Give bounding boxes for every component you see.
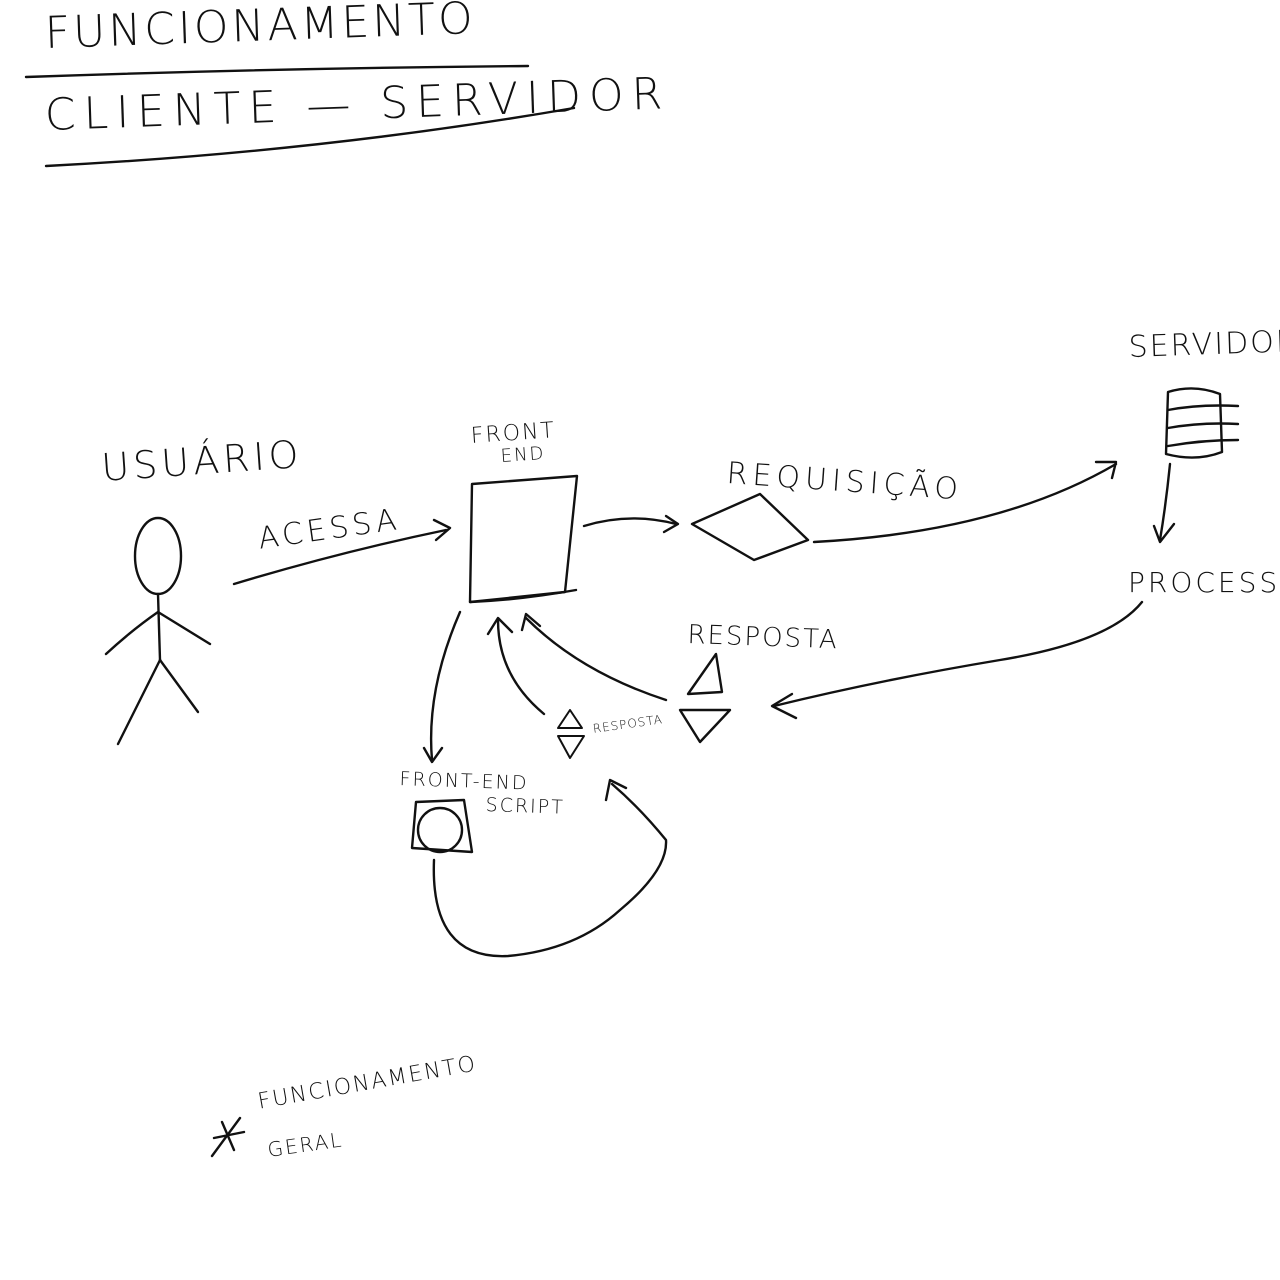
title-underline-2 — [44, 106, 576, 168]
frontend-label-line-2: END — [500, 442, 547, 467]
frontend-to-script-arrow — [422, 610, 462, 764]
access-arrow — [232, 518, 452, 586]
frontend-script-label-line-1: FRONT-END — [399, 768, 529, 795]
server-label: SERVIDOR — [1128, 324, 1280, 365]
diamond-icon — [690, 492, 810, 562]
title-underline-1 — [24, 64, 530, 79]
small-triangle-pair-icon — [557, 709, 585, 759]
request-to-server-arrow — [812, 460, 1118, 544]
server-to-process-arrow — [1152, 462, 1176, 544]
process-to-response-arrow — [770, 600, 1144, 720]
small-response-to-frontend-arrow — [486, 616, 546, 716]
stick-figure-icon — [104, 516, 212, 746]
database-icon — [1164, 387, 1240, 459]
page-box-icon — [468, 474, 579, 604]
triangle-pair-icon — [678, 652, 732, 744]
script-loop-arrow — [432, 778, 668, 958]
frontend-script-label-line-2: SCRIPT — [485, 794, 566, 819]
asterisk-icon — [210, 1116, 246, 1158]
script-box-icon — [410, 798, 474, 854]
response-to-frontend-arrow — [520, 612, 668, 702]
response-main-label: RESPOSTA — [686, 620, 840, 656]
frontend-to-request-arrow — [582, 514, 680, 534]
process-label: PROCESSO — [1128, 566, 1280, 599]
